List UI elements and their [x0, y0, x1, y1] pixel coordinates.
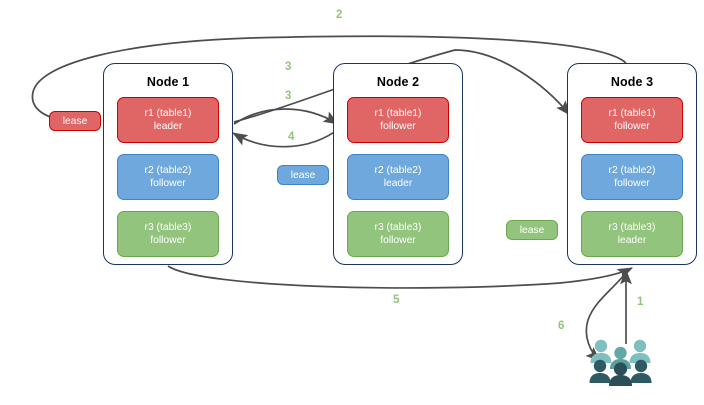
arrow-step-6: [585, 268, 630, 362]
replica-name: r1 (table1): [374, 108, 422, 119]
replica-role: follower: [614, 121, 650, 132]
replica-list: r1 (table1) leader r2 (table2) follower …: [104, 97, 232, 257]
replica-r2[interactable]: r2 (table2) follower: [117, 154, 219, 200]
step-number-4: 4: [288, 131, 295, 143]
replica-r1[interactable]: r1 (table1) follower: [581, 97, 683, 143]
replica-role: leader: [383, 178, 413, 189]
step-number-3b: 3: [285, 90, 292, 102]
arrow-step-2: [31, 35, 627, 127]
step-number-2: 2: [336, 9, 343, 21]
lease-badge-r2[interactable]: lease: [277, 165, 329, 185]
node-title: Node 2: [376, 75, 420, 89]
arrow-step-3-short: [233, 108, 339, 125]
lease-badge-r1[interactable]: lease: [49, 111, 101, 131]
replica-list: r1 (table1) follower r2 (table2) followe…: [568, 97, 696, 257]
replica-r3[interactable]: r3 (table3) follower: [347, 211, 449, 257]
users-icon: [589, 339, 652, 386]
replica-role: follower: [150, 235, 186, 246]
replica-role: follower: [380, 235, 416, 246]
node-title: Node 1: [146, 75, 190, 89]
replica-name: r3 (table3): [374, 222, 422, 233]
node-title: Node 3: [610, 75, 654, 89]
arrow-step-3-long: [233, 49, 571, 123]
replica-r3[interactable]: r3 (table3) follower: [117, 211, 219, 257]
replica-r1[interactable]: r1 (table1) leader: [117, 97, 219, 143]
replica-name: r3 (table3): [144, 222, 192, 233]
step-number-1: 1: [637, 296, 644, 308]
replica-name: r3 (table3): [608, 222, 656, 233]
lease-badge-r3[interactable]: lease: [506, 220, 558, 240]
replica-name: r1 (table1): [608, 108, 656, 119]
replica-role: leader: [617, 235, 647, 246]
replica-r3[interactable]: r3 (table3) leader: [581, 211, 683, 257]
replica-name: r2 (table2): [608, 165, 656, 176]
node-container-1[interactable]: Node 1 r1 (table1) leader r2 (table2) fo…: [103, 63, 233, 265]
replica-list: r1 (table1) follower r2 (table2) leader …: [334, 97, 462, 257]
replica-role: follower: [380, 121, 416, 132]
node-container-2[interactable]: Node 2 r1 (table1) follower r2 (table2) …: [333, 63, 463, 265]
replica-r1[interactable]: r1 (table1) follower: [347, 97, 449, 143]
arrow-step-4: [232, 127, 341, 148]
node-container-3[interactable]: Node 3 r1 (table1) follower r2 (table2) …: [567, 63, 697, 265]
replica-r2[interactable]: r2 (table2) leader: [347, 154, 449, 200]
step-number-5: 5: [393, 294, 400, 306]
replica-r2[interactable]: r2 (table2) follower: [581, 154, 683, 200]
replica-role: follower: [614, 178, 650, 189]
replica-name: r2 (table2): [374, 165, 422, 176]
replica-role: leader: [153, 121, 183, 132]
replica-role: follower: [150, 178, 186, 189]
replica-name: r2 (table2): [144, 165, 192, 176]
step-number-3a: 3: [285, 61, 292, 73]
step-number-6: 6: [558, 320, 565, 332]
replica-name: r1 (table1): [144, 108, 192, 119]
arrow-step-5: [167, 265, 633, 289]
